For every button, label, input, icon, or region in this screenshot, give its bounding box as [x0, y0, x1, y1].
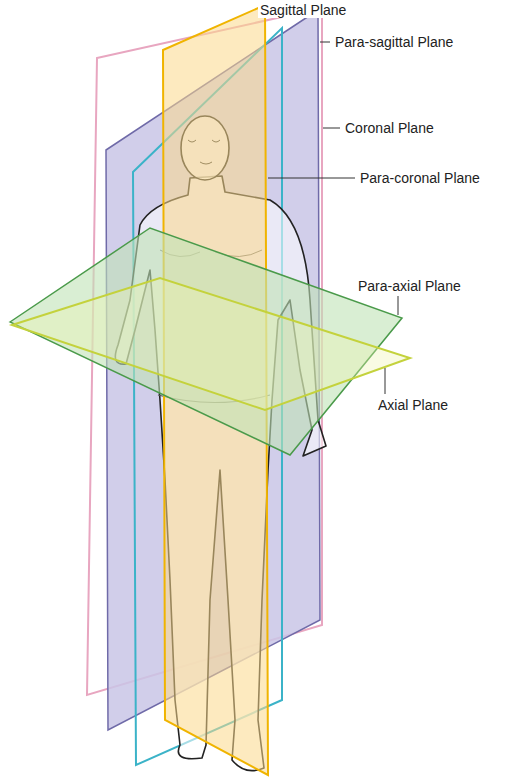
leader-line — [268, 178, 355, 179]
plane-label: Para-sagittal Plane — [333, 34, 455, 50]
leader-lines — [268, 42, 398, 394]
plane-label: Para-coronal Plane — [358, 170, 482, 186]
plane-label: Coronal Plane — [343, 120, 436, 136]
plane-label: Para-axial Plane — [356, 278, 463, 294]
plane-label: Sagittal Plane — [258, 2, 348, 18]
plane-label: Axial Plane — [376, 397, 450, 413]
axial-plane — [12, 278, 410, 410]
leader-line — [323, 128, 340, 129]
leader-line — [320, 42, 330, 43]
leader-line — [385, 368, 386, 394]
leader-line — [398, 296, 399, 315]
